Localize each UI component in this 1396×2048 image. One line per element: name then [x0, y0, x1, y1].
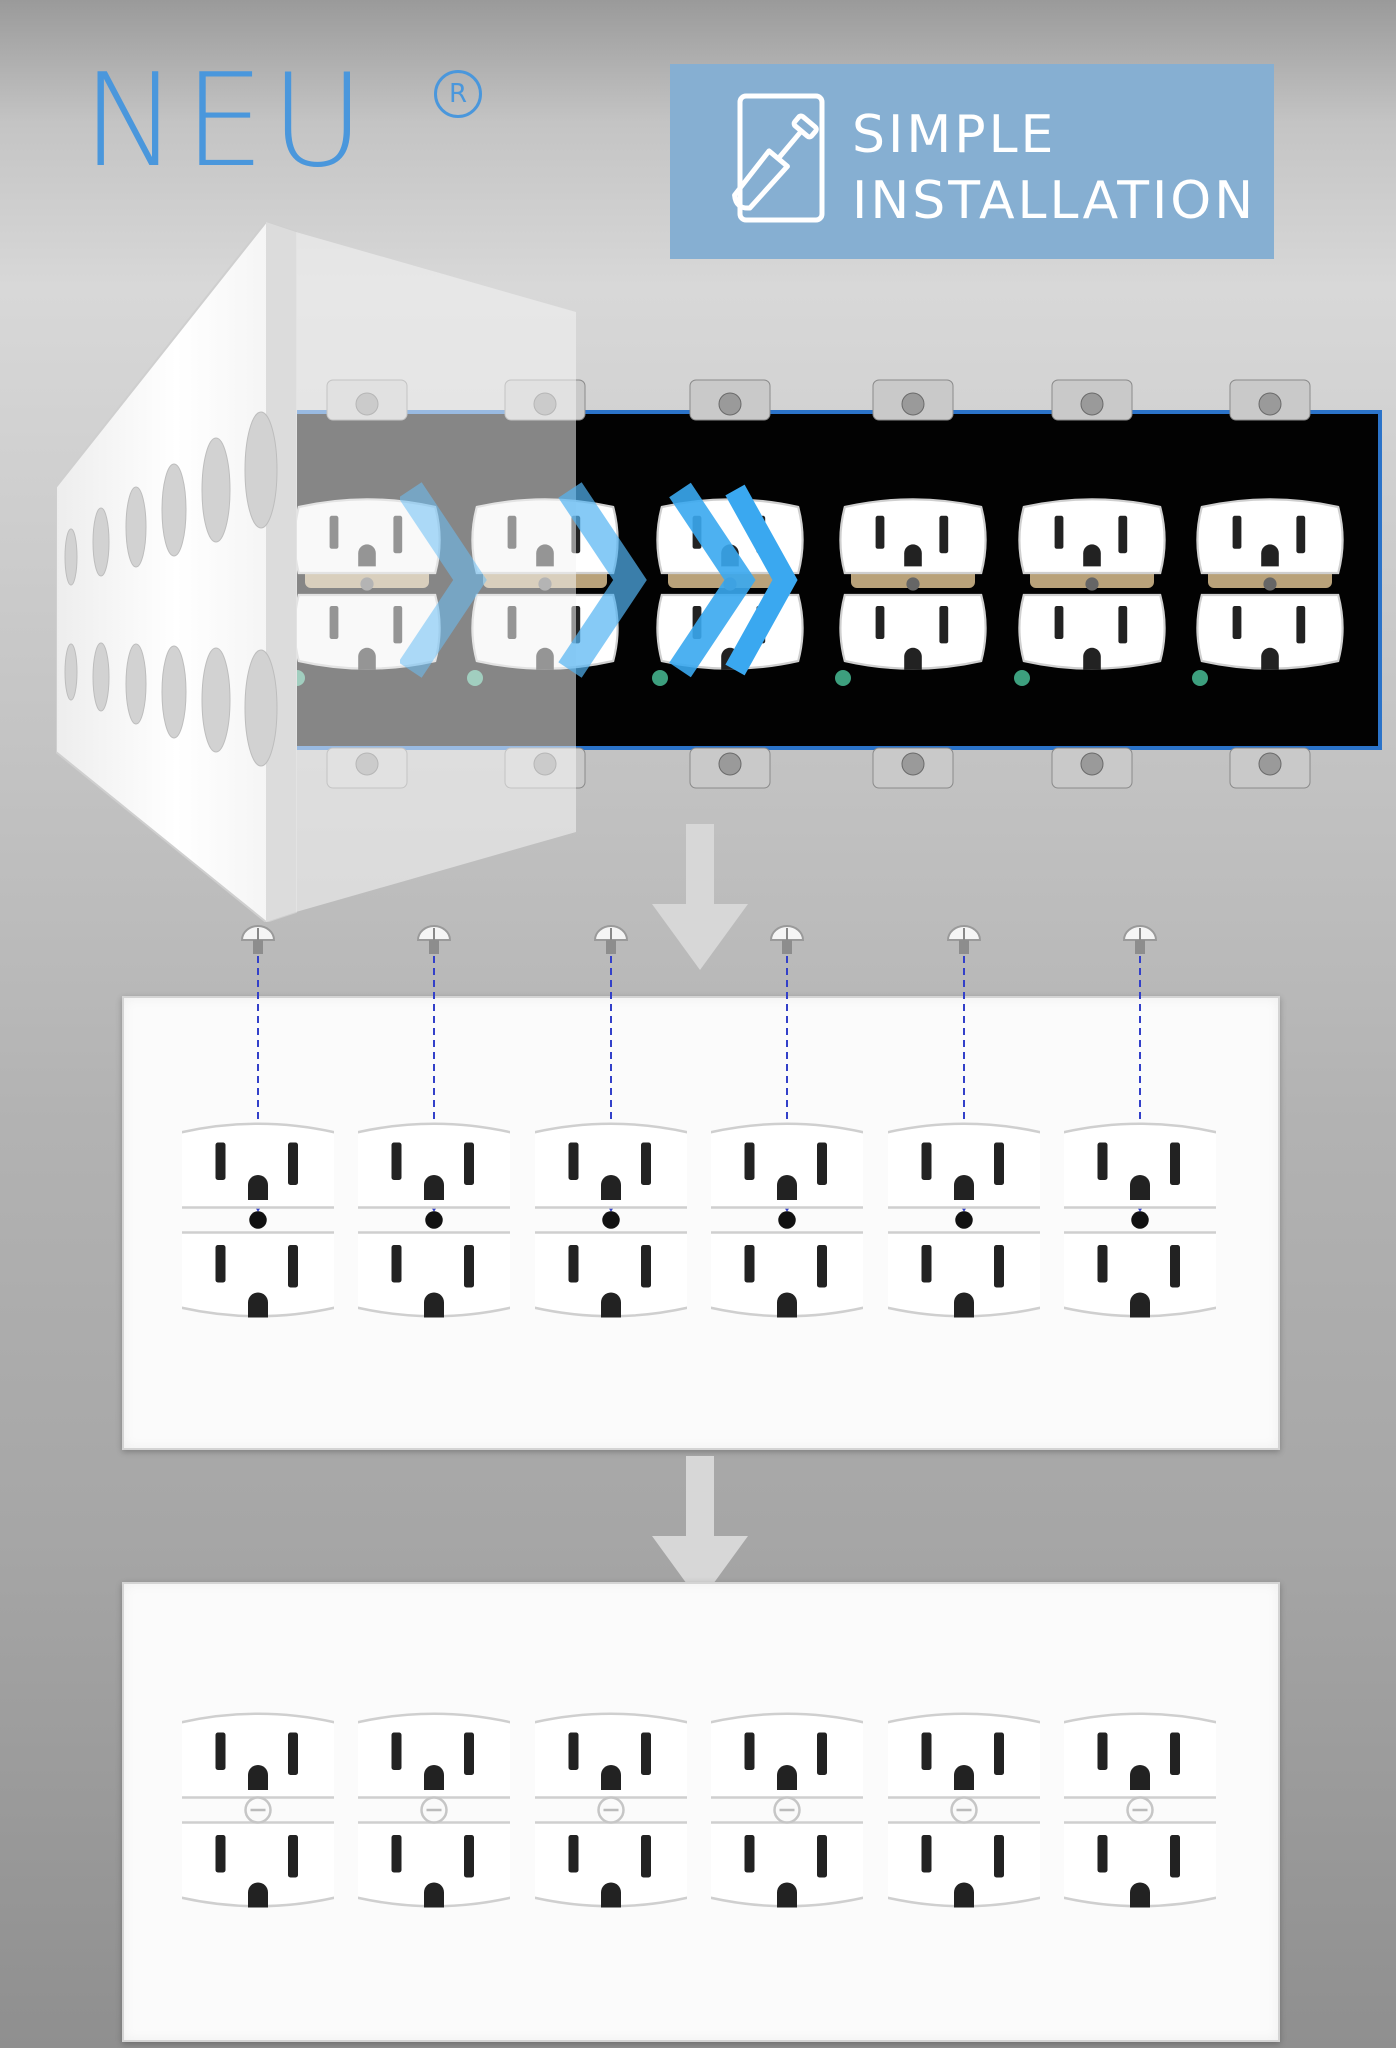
down-arrow-icon	[652, 1456, 748, 1602]
outlet-2	[358, 1712, 510, 1908]
chevron-arrows-icon	[400, 482, 798, 678]
outlet-opening-4	[711, 1122, 863, 1318]
wall-plate-step-2	[122, 996, 1280, 1450]
badge-line-2: INSTALLATION	[852, 171, 1257, 231]
screw-4	[769, 925, 805, 1212]
wall-plate-finished	[122, 1582, 1280, 2042]
outlet-opening-6	[1064, 1122, 1216, 1318]
outlet-opening-5	[888, 1122, 1040, 1318]
outlet-6	[1064, 1712, 1216, 1908]
down-arrow-icon	[652, 824, 748, 970]
receptacle-4	[835, 379, 987, 789]
outlet-opening-3	[535, 1122, 687, 1318]
outlet-3	[535, 1712, 687, 1908]
outlet-4	[711, 1712, 863, 1908]
registered-mark-icon: R	[434, 70, 482, 118]
angled-wall-plate	[56, 222, 576, 922]
brand-logo: NEU	[82, 47, 371, 196]
receptacle-5	[1014, 379, 1166, 789]
receptacle-6	[1192, 379, 1344, 789]
outlet-1	[182, 1712, 334, 1908]
badge-text: SIMPLE INSTALLATION	[852, 102, 1256, 234]
outlet-opening-1	[182, 1122, 334, 1318]
badge-line-1: SIMPLE	[852, 105, 1057, 165]
outlet-opening-2	[358, 1122, 510, 1318]
screwdriver-on-plate-icon	[732, 93, 825, 223]
outlet-5	[888, 1712, 1040, 1908]
